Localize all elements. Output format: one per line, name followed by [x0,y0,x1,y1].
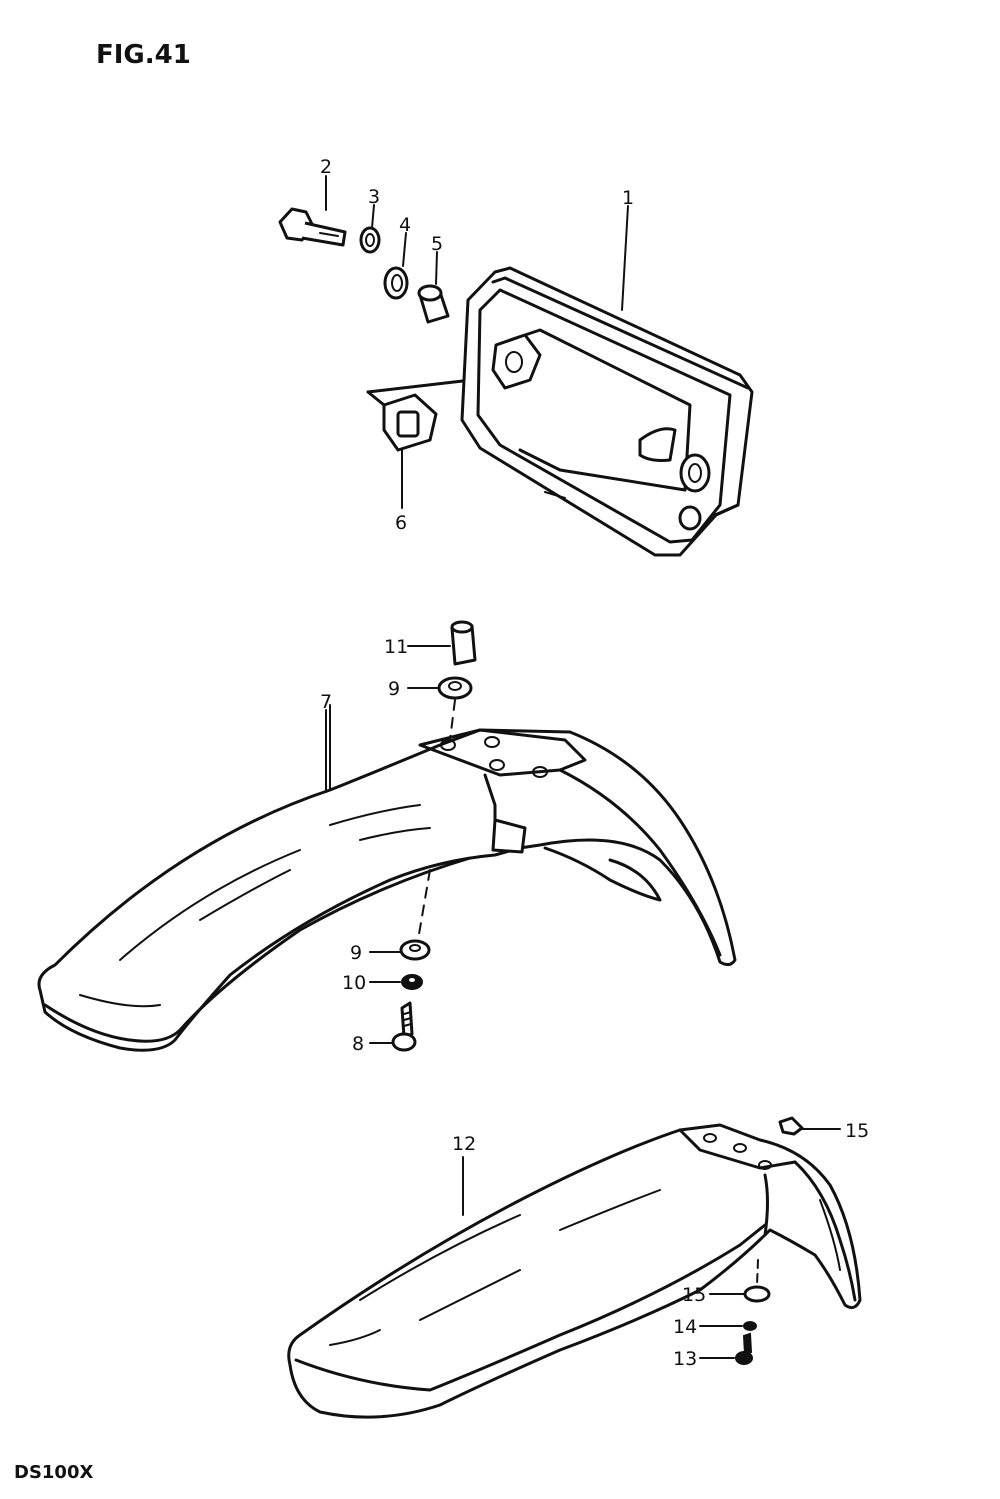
model-code: DS100X [14,1462,94,1483]
spacer-part-11 [450,620,477,666]
rear-fender-group [287,1116,862,1419]
headlight-housing-part-1 [460,266,754,557]
headlight-housing-group [278,175,754,557]
front-fender-part-7 [37,704,737,1052]
figure-title: FIG.41 [96,40,191,70]
callout-1: 1 [622,187,634,209]
callout-10: 10 [342,972,366,994]
callout-14: 14 [673,1316,697,1338]
callout-15-bottom: 15 [682,1284,706,1306]
front-fender-group [37,620,737,1052]
lock-washer-part-3 [359,226,381,254]
callout-13: 13 [673,1348,697,1370]
washer-part-10 [401,974,423,990]
callout-4: 4 [399,214,411,236]
leader-1 [621,205,629,311]
leader-5 [435,251,438,285]
callout-9-bottom: 9 [350,942,362,964]
bolt-part-2 [278,207,347,247]
screw-part-13 [735,1332,753,1365]
nut-part-15-bottom [743,1285,771,1303]
washer-part-4 [383,266,409,300]
rear-fender-part-12 [287,1123,862,1419]
callout-11: 11 [384,636,408,658]
cushion-part-9-bottom [399,939,431,961]
callout-6: 6 [395,512,407,534]
callout-8: 8 [352,1033,364,1055]
spacer-part-5 [417,284,450,324]
leader-3 [371,204,375,229]
callout-2: 2 [320,156,332,178]
leader-4 [402,232,407,267]
callout-3: 3 [368,186,380,208]
bolt-part-8 [391,1001,417,1052]
washer-part-14 [743,1321,757,1331]
callout-12: 12 [452,1133,476,1155]
callout-9-top: 9 [388,678,400,700]
callout-5: 5 [431,233,443,255]
nut-part-15-top [778,1116,804,1136]
cushion-part-9-top [437,676,473,700]
callout-15-top: 15 [845,1120,869,1142]
callout-7: 7 [320,691,332,713]
